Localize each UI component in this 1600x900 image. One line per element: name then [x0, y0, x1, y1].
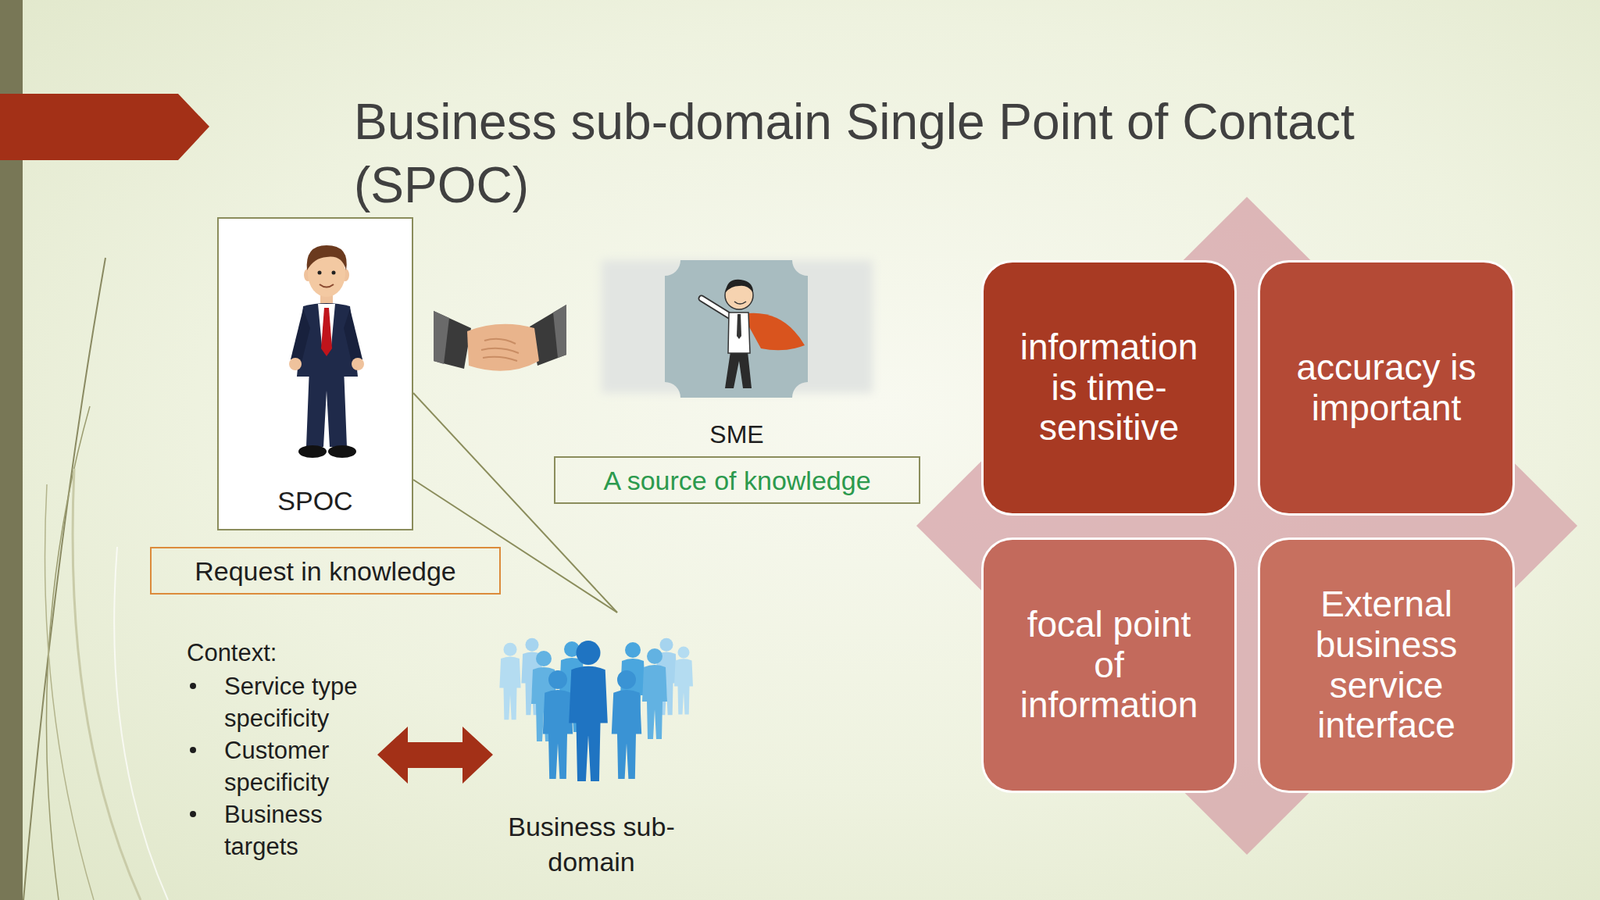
- person-silhouette: [542, 670, 573, 779]
- hero-tie: [736, 314, 742, 340]
- node-label: information is time-sensitive: [1013, 327, 1205, 450]
- image-caption: SME: [658, 418, 815, 450]
- people-group: [499, 638, 693, 782]
- text-box: Request in knowledge: [150, 546, 501, 595]
- node-label: External business service interface: [1289, 584, 1483, 747]
- figure-neck: [320, 292, 333, 307]
- hands: [467, 324, 540, 372]
- figure-head: [307, 250, 346, 297]
- hero-cape: [742, 313, 805, 350]
- figure-hair: [307, 245, 347, 271]
- figure-smile: [319, 284, 334, 288]
- person-silhouette: [521, 638, 543, 716]
- figure-jacket: [296, 303, 358, 377]
- rounded-tile: information is time-sensitive: [981, 260, 1237, 516]
- callout-box: SPOC: [217, 217, 414, 531]
- sleeve: [433, 310, 472, 369]
- figure-ear: [341, 268, 350, 282]
- text-box: A source of knowledge: [553, 456, 921, 504]
- node-label: Request in knowledge: [194, 555, 457, 587]
- figure-eye: [317, 271, 322, 275]
- hero-arm-outline: [701, 298, 735, 319]
- node-label: accuracy is important: [1289, 347, 1483, 429]
- figure-legs: [306, 367, 347, 447]
- figure-shoe: [298, 445, 327, 458]
- list-bullet: [189, 682, 197, 690]
- sleeve-highlight: [433, 310, 450, 365]
- figure-arm: [290, 308, 311, 366]
- slide-title: Business sub-domain Single Point of Cont…: [353, 90, 1511, 218]
- person-silhouette: [568, 640, 608, 782]
- person-silhouette: [531, 650, 557, 742]
- hero-torso: [728, 312, 750, 354]
- figure-shoe: [328, 445, 357, 458]
- figure-eye: [332, 271, 336, 275]
- person-silhouette: [499, 642, 521, 721]
- hero-hair: [725, 279, 754, 293]
- rounded-tile: focal point of information: [981, 537, 1237, 793]
- hero-smile: [734, 301, 747, 304]
- figure-hand: [351, 357, 365, 371]
- picture-frame: [601, 260, 873, 393]
- person-silhouette: [559, 641, 585, 733]
- callout-tail: [413, 479, 618, 613]
- image-caption: Business sub-domain: [497, 809, 686, 880]
- decor-curve: [23, 257, 106, 900]
- sleeve: [529, 304, 567, 366]
- decor-curve: [114, 546, 168, 900]
- figure-ear: [303, 268, 312, 282]
- person-silhouette: [674, 646, 693, 715]
- node-label: focal point of information: [1013, 604, 1205, 727]
- list-bullet: [189, 810, 197, 818]
- rounded-tile: accuracy is important: [1257, 260, 1515, 516]
- list-bullet: [189, 746, 197, 754]
- picture-badge: [664, 260, 808, 398]
- node-label: A source of knowledge: [603, 464, 871, 497]
- rounded-tile: External business service interface: [1257, 537, 1515, 793]
- handshake-icon: [433, 304, 567, 372]
- hero-head: [725, 281, 754, 310]
- header-arrow: [0, 93, 210, 161]
- background-diamond: [916, 196, 1578, 855]
- sleeve-highlight: [553, 304, 567, 358]
- finger-lines: [481, 339, 519, 361]
- person-silhouette: [620, 642, 646, 733]
- list-item: Service type specificity: [224, 670, 373, 735]
- figure-hand: [289, 357, 302, 371]
- sme-illustration: [601, 260, 873, 398]
- list-item: Business targets: [224, 798, 373, 863]
- hero-arm: [701, 298, 735, 319]
- figure-arm: [343, 308, 363, 366]
- decor-curve: [45, 484, 95, 900]
- node-label: SPOC: [277, 485, 353, 517]
- figure-shirt: [317, 303, 336, 346]
- person-silhouette: [655, 638, 677, 716]
- decor-curve: [46, 406, 90, 900]
- hero-legs: [725, 351, 752, 389]
- figure-tie: [321, 307, 333, 357]
- businessman-figure: [289, 245, 365, 458]
- person-silhouette: [611, 670, 642, 779]
- decor-curve: [72, 468, 141, 900]
- list-heading: Context:: [186, 636, 422, 669]
- list-item: Customer specificity: [224, 734, 373, 799]
- double-arrow: [377, 726, 493, 784]
- person-silhouette: [642, 648, 668, 740]
